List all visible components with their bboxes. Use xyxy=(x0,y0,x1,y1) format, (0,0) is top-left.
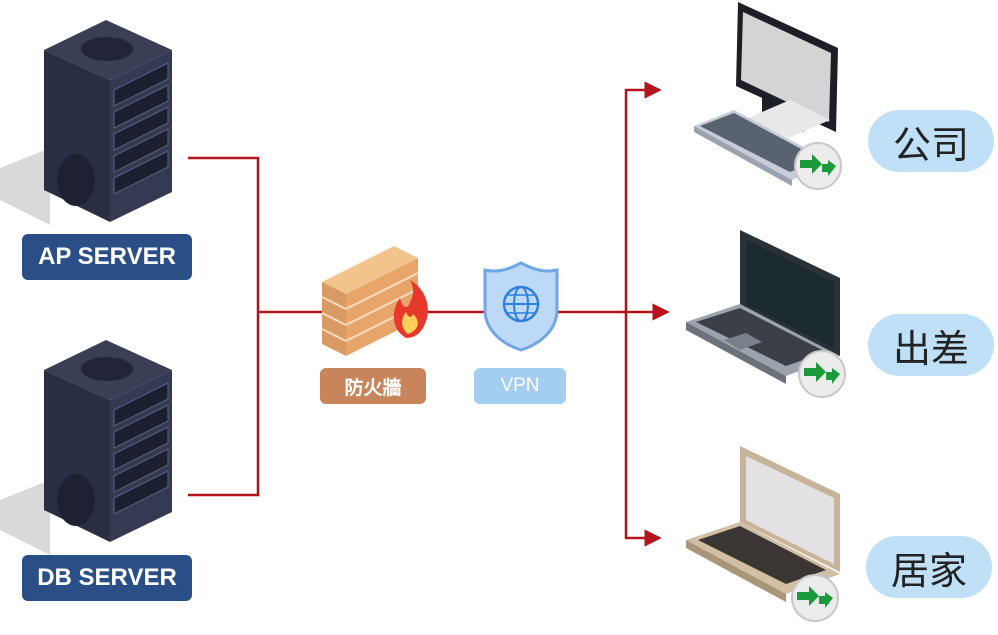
remote-connection-icon xyxy=(791,574,839,622)
home-connector xyxy=(624,312,662,547)
desktop-computer-icon xyxy=(694,2,838,186)
firewall-icon xyxy=(321,246,428,356)
destination-office: 公司 xyxy=(868,110,994,172)
laptop-icon xyxy=(686,446,840,602)
db-server-icon xyxy=(0,340,172,555)
office-connector xyxy=(624,81,662,312)
ap-server-icon xyxy=(0,20,172,225)
destination-home: 居家 xyxy=(866,536,992,598)
db-server-label: DB SERVER xyxy=(22,555,192,601)
firewall-label: 防火牆 xyxy=(320,368,426,404)
laptop-icon xyxy=(686,230,840,384)
remote-connection-icon xyxy=(798,350,846,398)
shield-globe-icon xyxy=(483,261,559,352)
db-server-connector xyxy=(188,312,260,497)
remote-connection-icon xyxy=(794,142,842,190)
destination-business-trip: 出差 xyxy=(868,314,994,376)
ap-server-label: AP SERVER xyxy=(22,234,192,280)
connector-lines xyxy=(188,81,670,547)
vpn-label: VPN xyxy=(474,368,566,404)
ap-server-connector xyxy=(188,156,260,312)
